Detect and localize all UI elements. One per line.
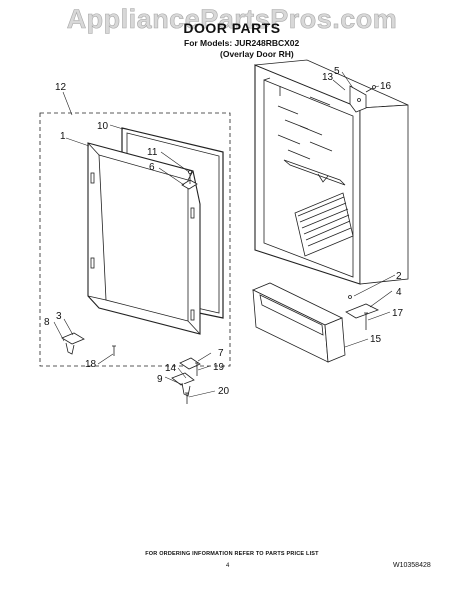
door-assembly-boundary	[39, 112, 231, 367]
bottom-center-hinge	[171, 357, 201, 404]
callout-14: 14	[165, 363, 177, 374]
callout-18: 18	[85, 359, 97, 370]
callout-8: 8	[44, 317, 50, 328]
page-number: 4	[226, 563, 230, 569]
callout-20: 20	[218, 386, 230, 397]
callout-10: 10	[97, 121, 109, 132]
callout-9: 9	[157, 374, 163, 385]
callout-1: 1	[60, 131, 66, 142]
document-number: W10358428	[393, 562, 431, 569]
callout-2: 2	[396, 271, 402, 282]
door-variant: (Overlay Door RH)	[220, 49, 294, 59]
bottom-left-hinge	[61, 332, 116, 356]
page-title: DOOR PARTS	[183, 20, 281, 36]
model-number: For Models: JUR248RBCX02	[184, 38, 300, 48]
callout-16: 16	[380, 81, 392, 92]
callout-3: 3	[56, 311, 62, 322]
cabinet-top-hinge	[349, 85, 376, 113]
callout-12: 12	[55, 82, 67, 93]
callout-6: 6	[149, 162, 155, 173]
callout-19: 19	[213, 362, 225, 373]
door-panel	[87, 142, 201, 335]
callout-7: 7	[218, 348, 224, 359]
callout-15: 15	[370, 334, 382, 345]
cabinet	[254, 59, 409, 285]
cabinet-bottom-hinge	[345, 295, 380, 330]
callout-17: 17	[392, 308, 404, 319]
ordering-note: FOR ORDERING INFORMATION REFER TO PARTS …	[145, 551, 319, 557]
callout-11: 11	[147, 147, 158, 158]
watermark: AppliancePartsPros.com	[66, 4, 398, 35]
callout-13: 13	[322, 72, 334, 83]
callout-5: 5	[334, 66, 340, 77]
callout-4: 4	[396, 287, 402, 298]
door-shelf-bin	[252, 282, 346, 363]
